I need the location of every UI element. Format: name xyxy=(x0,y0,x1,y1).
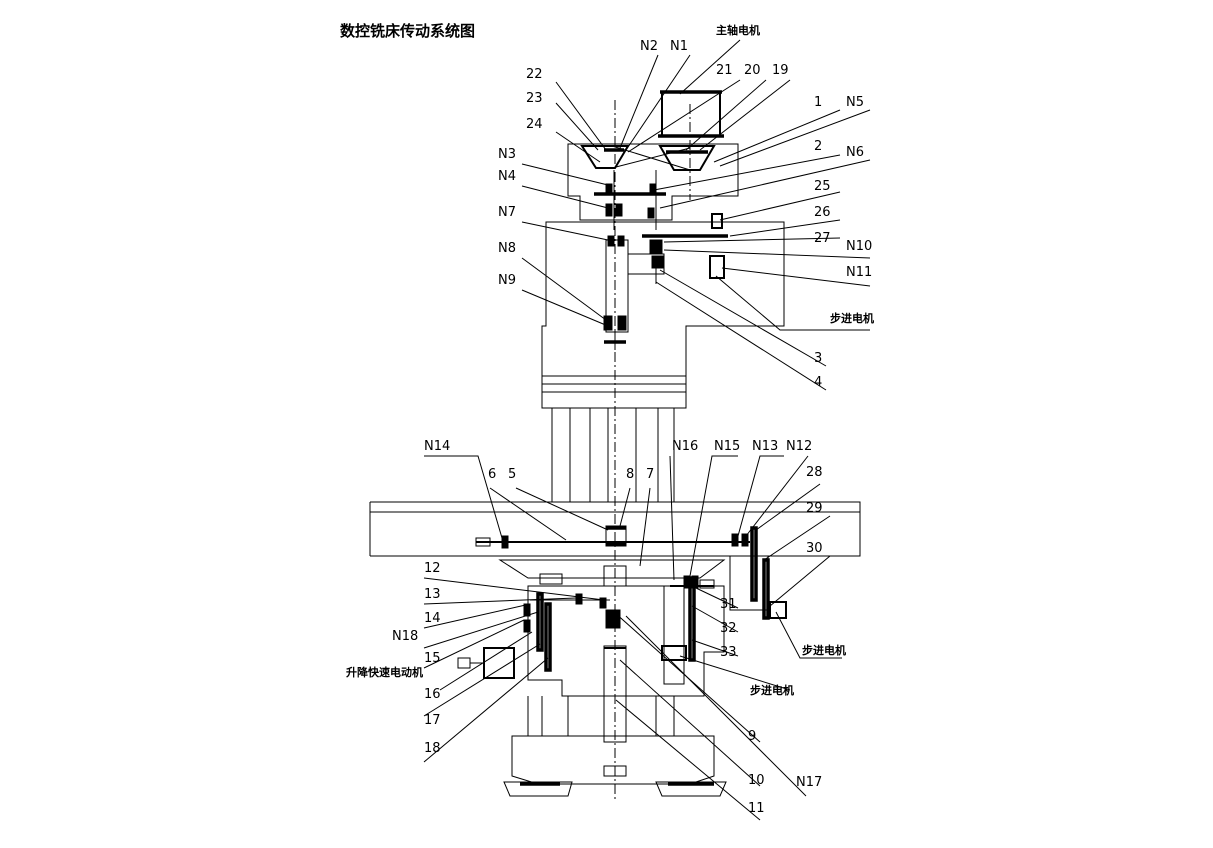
part-label: 27 xyxy=(814,231,831,246)
part-label: 6 xyxy=(488,467,496,482)
shaft-label: N18 xyxy=(392,629,418,644)
part-label: 21 xyxy=(716,63,733,78)
shaft-label: N16 xyxy=(672,439,698,454)
shaft-label: N11 xyxy=(846,265,872,280)
part-label: 12 xyxy=(424,561,441,576)
part-label: 30 xyxy=(806,541,823,556)
part-label: 1 xyxy=(814,95,822,110)
shaft-label: N13 xyxy=(752,439,778,454)
part-label: 28 xyxy=(806,465,823,480)
part-labels: 1 2 3 4 5 6 7 8 9 10 11 12 13 14 15 16 1… xyxy=(424,63,831,816)
part-label: 9 xyxy=(748,729,756,744)
shaft-label: N12 xyxy=(786,439,812,454)
part-label: 15 xyxy=(424,651,441,666)
shaft-label: N2 xyxy=(640,39,658,54)
part-label: 2 xyxy=(814,139,822,154)
part-label: 31 xyxy=(720,597,737,612)
part-label: 13 xyxy=(424,587,441,602)
part-label: 5 xyxy=(508,467,516,482)
shaft-label: N6 xyxy=(846,145,864,160)
part-label: 26 xyxy=(814,205,831,220)
part-label: 7 xyxy=(646,467,654,482)
part-label: 11 xyxy=(748,801,765,816)
part-label: 22 xyxy=(526,67,543,82)
shaft-label: N4 xyxy=(498,169,516,184)
part-label: 10 xyxy=(748,773,765,788)
part-label: 14 xyxy=(424,611,441,626)
part-label: 8 xyxy=(626,467,634,482)
spindle-motor-label: 主轴电机 xyxy=(716,23,760,37)
shaft-labels: N1 N2 N3 N4 N5 N6 N7 N8 N9 N10 N11 N12 N… xyxy=(392,39,872,790)
stepper-motor-label: 步进电机 xyxy=(830,311,874,325)
part-label: 23 xyxy=(526,91,543,106)
shaft-label: N15 xyxy=(714,439,740,454)
part-label: 4 xyxy=(814,375,822,390)
shaft-label: N17 xyxy=(796,775,822,790)
part-label: 17 xyxy=(424,713,441,728)
shaft-label: N1 xyxy=(670,39,688,54)
part-label: 16 xyxy=(424,687,441,702)
stepper-motor-label: 步进电机 xyxy=(750,683,794,697)
part-label: 24 xyxy=(526,117,543,132)
leader-lines xyxy=(423,39,871,821)
part-label: 32 xyxy=(720,621,737,636)
machine-outline xyxy=(369,90,861,800)
component-labels: 主轴电机 步进电机 步进电机 步进电机 升降快速电动机 xyxy=(346,23,874,697)
part-label: 19 xyxy=(772,63,789,78)
part-label: 29 xyxy=(806,501,823,516)
part-label: 25 xyxy=(814,179,831,194)
shaft-label: N3 xyxy=(498,147,516,162)
part-label: 3 xyxy=(814,351,822,366)
shaft-label: N14 xyxy=(424,439,450,454)
shaft-label: N8 xyxy=(498,241,516,256)
shaft-label: N9 xyxy=(498,273,516,288)
part-label: 18 xyxy=(424,741,441,756)
shaft-label: N7 xyxy=(498,205,516,220)
stepper-motor-label: 步进电机 xyxy=(802,643,846,657)
lift-motor-label: 升降快速电动机 xyxy=(346,665,423,679)
diagram-title: 数控铣床传动系统图 xyxy=(340,22,475,40)
part-label: 20 xyxy=(744,63,761,78)
shaft-label: N10 xyxy=(846,239,872,254)
shaft-label: N5 xyxy=(846,95,864,110)
part-label: 33 xyxy=(720,645,737,660)
